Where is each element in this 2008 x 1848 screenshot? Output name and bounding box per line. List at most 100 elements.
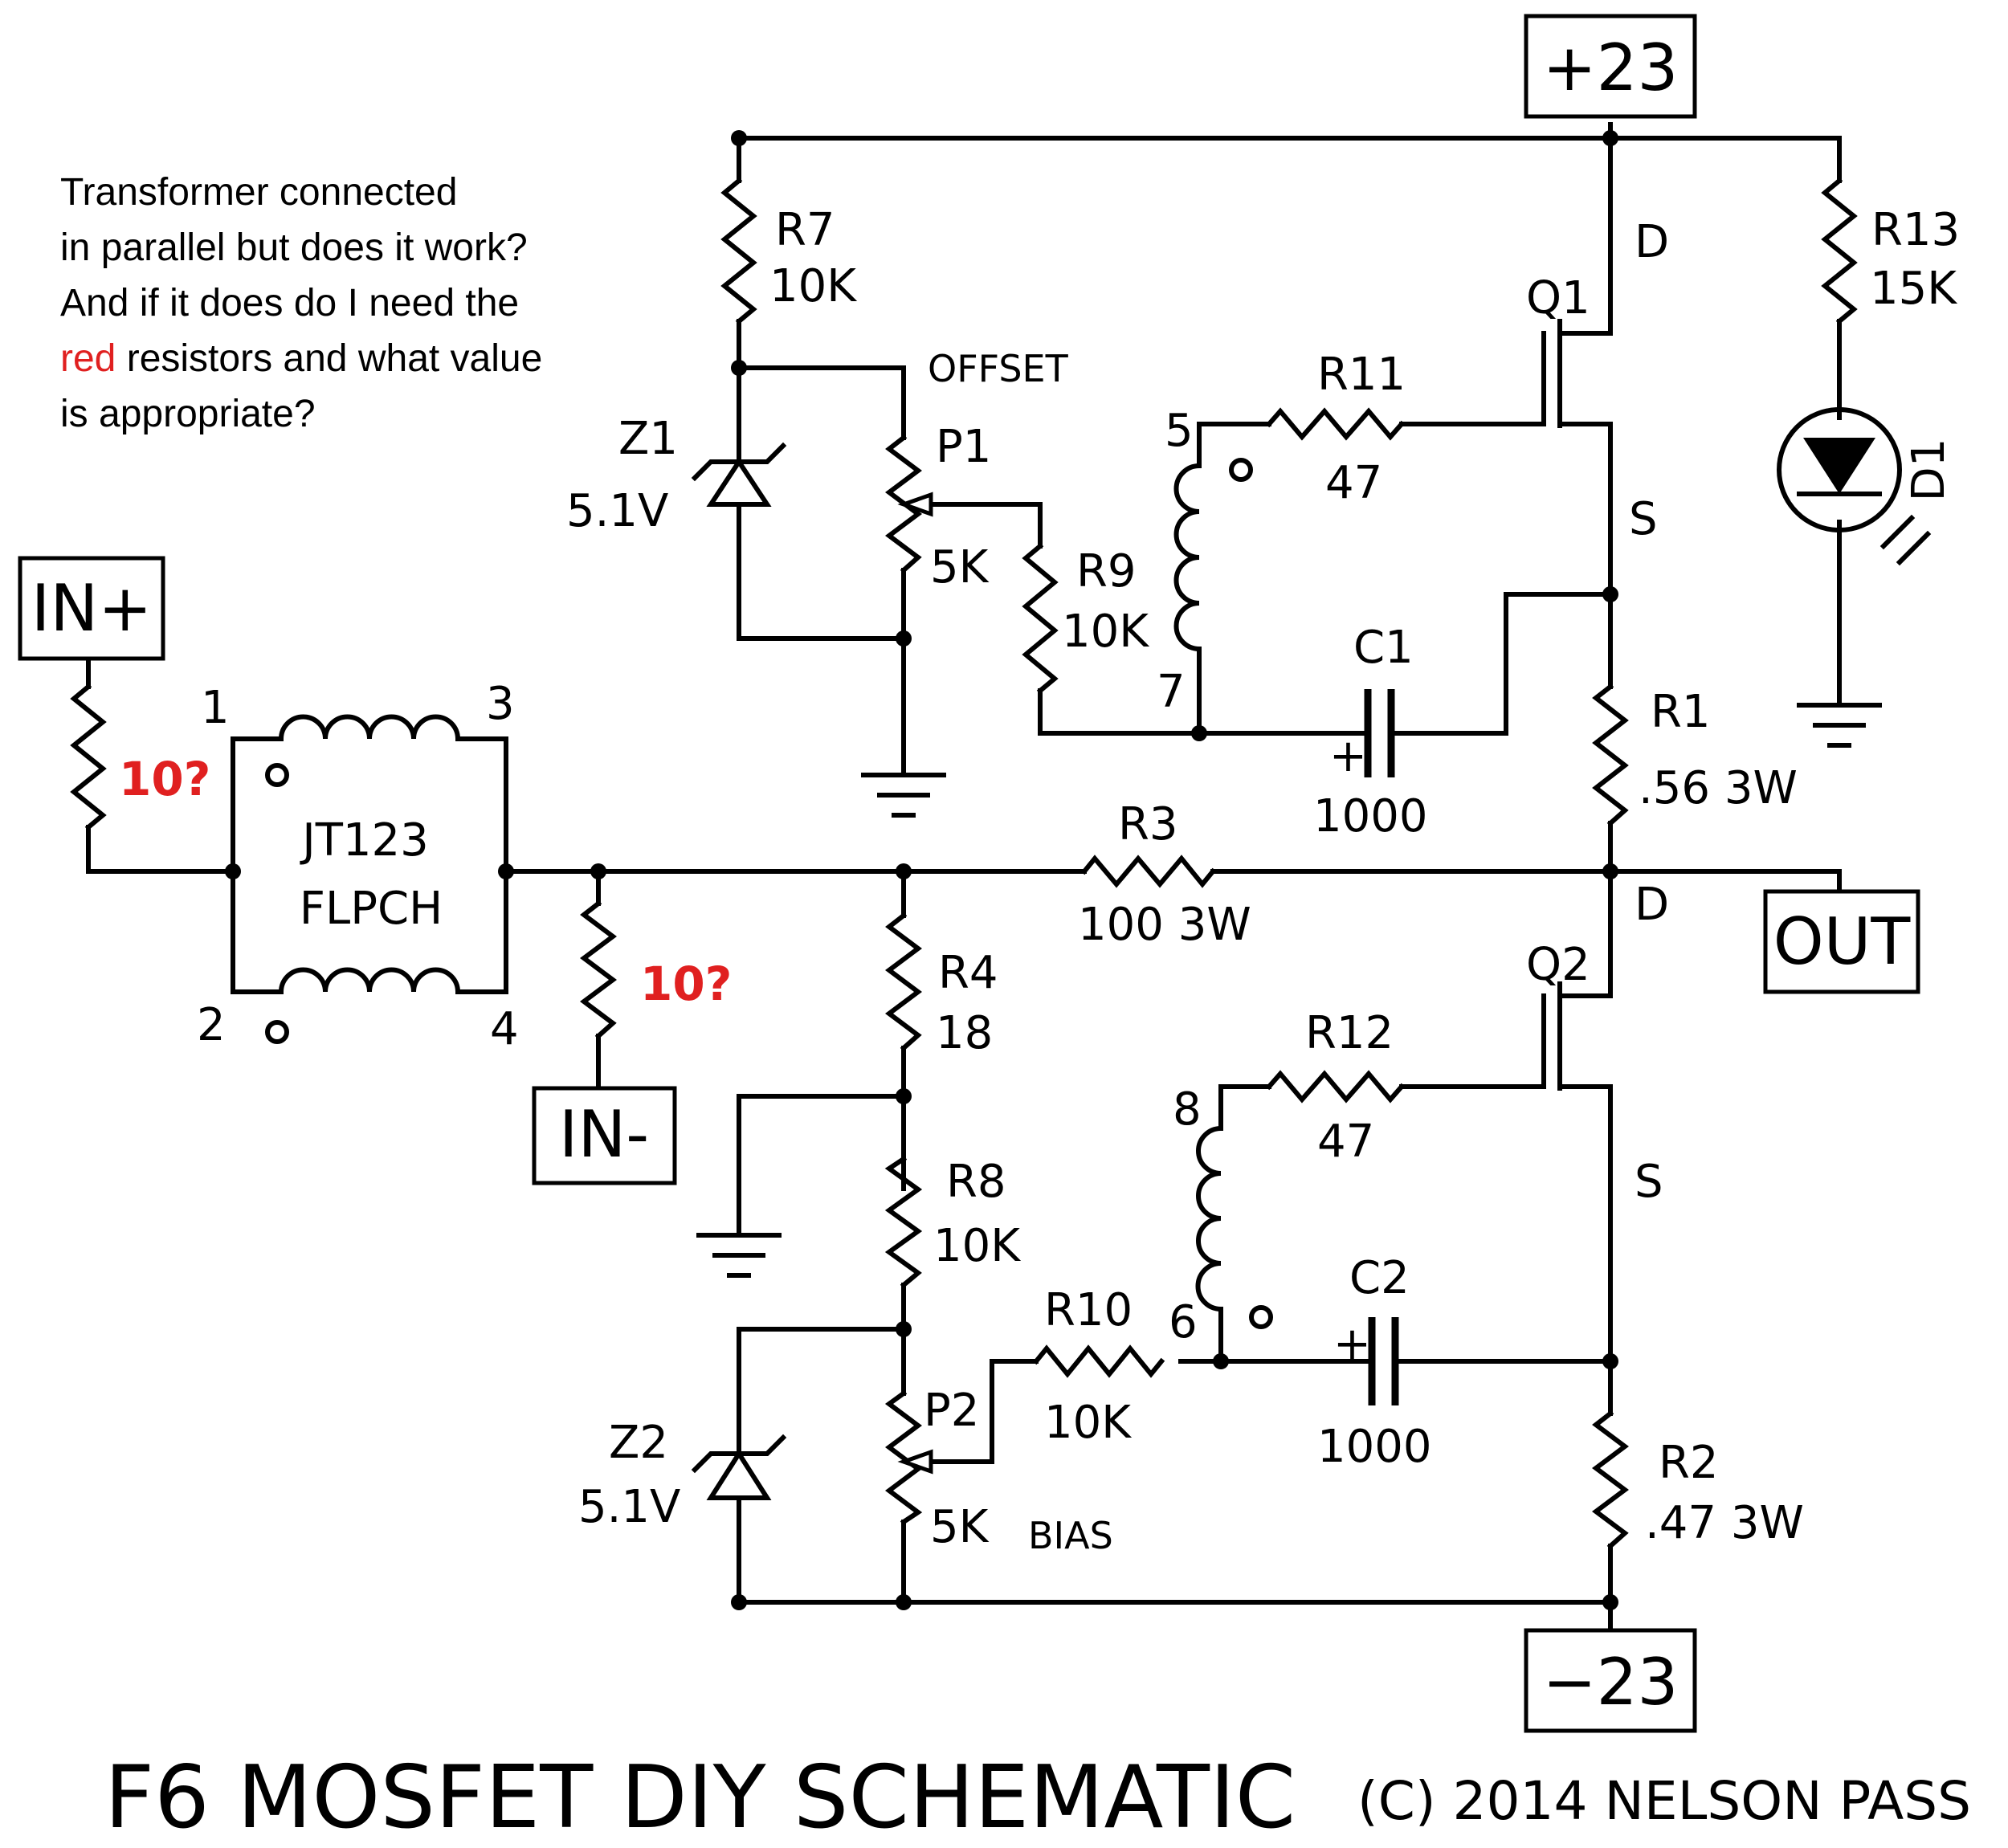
copyright: (C) 2014 NELSON PASS	[1357, 1770, 1971, 1832]
z1-leads	[737, 365, 906, 641]
resistors	[70, 177, 1858, 1550]
in-plus-resistor	[70, 683, 107, 831]
r10-value: 10K	[1044, 1397, 1132, 1449]
r4-value: 18	[936, 1007, 993, 1059]
vminus-port	[1524, 1628, 1697, 1733]
r7-resistor	[720, 177, 757, 325]
coil-upper	[1173, 463, 1202, 652]
z2-triangle	[706, 1449, 772, 1500]
led-emission-arrows	[1879, 514, 1932, 566]
c2-polarity: +	[1333, 1318, 1371, 1370]
q2-ds-stubs	[1557, 993, 1613, 1089]
xfmr-dot-2	[265, 1020, 289, 1044]
note-line-1: Transformer connected	[60, 171, 458, 214]
r1-value: .56 3W	[1639, 762, 1798, 814]
junction	[896, 1321, 912, 1337]
note-line-4-rest: resistors and what value	[116, 337, 543, 380]
r11-resistor	[1265, 407, 1406, 441]
junction	[896, 1594, 912, 1610]
in-minus-label: IN-	[559, 1097, 649, 1172]
r11-value: 47	[1325, 457, 1382, 509]
note-line-2: in parallel but does it work?	[60, 226, 528, 269]
p1-wiper-r9-wire	[925, 502, 1202, 736]
note-line-5: is appropriate?	[60, 393, 316, 435]
vplus-port	[1524, 14, 1697, 119]
r12-resistor	[1265, 1070, 1406, 1103]
xfmr-secondary	[278, 967, 461, 995]
in-plus-resistor-leads	[86, 656, 235, 874]
xfmr-pin-4: 4	[490, 1003, 519, 1055]
r3-resistor	[1080, 855, 1217, 888]
question-note: Transformer connected in parallel but do…	[60, 165, 622, 442]
r4-ref: R4	[938, 947, 998, 999]
coil-upper-dot	[1229, 458, 1253, 482]
r9-ref: R9	[1076, 545, 1137, 598]
c1-ref: C1	[1353, 622, 1414, 674]
junction	[1602, 130, 1618, 146]
led-circle	[1777, 407, 1902, 532]
r7-value: 10K	[769, 260, 857, 312]
led-d1	[1777, 407, 1932, 566]
coils	[265, 458, 1273, 1329]
vplus-label: +23	[1543, 31, 1679, 105]
c2-ref: C2	[1349, 1252, 1410, 1304]
r7-to-p1-wire	[737, 365, 906, 440]
xfmr-pin-1: 1	[201, 682, 230, 734]
xfmr-right-wire	[455, 736, 508, 994]
q2-ref: Q2	[1526, 939, 1590, 991]
junctions	[225, 130, 1618, 1610]
xfmr-dot-1	[265, 763, 289, 787]
xfmr-pin-3: 3	[486, 678, 515, 730]
coil-lower-dot	[1249, 1305, 1273, 1329]
r8-ref: R8	[946, 1156, 1006, 1208]
p1-wiper-arrow	[897, 492, 933, 517]
r2-value: .47 3W	[1645, 1497, 1804, 1549]
p1-function: OFFSET	[928, 347, 1069, 390]
coil-lower	[1195, 1125, 1224, 1312]
red-annotations: 10? 10?	[119, 752, 732, 1011]
r13-value: 15K	[1870, 263, 1957, 315]
coil-pin-6: 6	[1169, 1296, 1198, 1348]
in-minus-resistor	[580, 900, 617, 1040]
r1-resistor	[1592, 683, 1629, 827]
junction	[225, 863, 241, 879]
junction	[896, 1088, 912, 1104]
c1-plates	[1364, 689, 1395, 777]
r13-ref: R13	[1871, 204, 1960, 256]
r8-resistor	[884, 1155, 923, 1289]
z1-bar	[691, 442, 787, 482]
schematic-title: F6 MOSFET DIY SCHEMATIC	[104, 1748, 1296, 1848]
r10-ref: R10	[1044, 1284, 1133, 1336]
q1-ref: Q1	[1526, 272, 1590, 324]
r7-ref: R7	[775, 204, 835, 256]
ground-r8	[696, 1233, 782, 1278]
p1-ref: P1	[936, 421, 991, 473]
r2-ref: R2	[1659, 1437, 1719, 1489]
out-port	[1763, 889, 1920, 994]
r8-value: 10K	[933, 1220, 1021, 1272]
ports: +23 −23 IN+ IN- OUT	[18, 14, 1920, 1733]
in-minus-port	[532, 1086, 677, 1185]
d1-ref: D1	[1903, 439, 1955, 502]
r11-ref: R11	[1317, 349, 1406, 401]
ground-d1	[1797, 703, 1882, 748]
c2-plates	[1368, 1317, 1399, 1405]
p2-function: BIAS	[1028, 1514, 1113, 1557]
ground-p1	[861, 773, 946, 818]
capacitors	[1364, 689, 1399, 1405]
c1-value: 1000	[1313, 790, 1428, 842]
r10-resistor	[1032, 1344, 1165, 1378]
z2-value: 5.1V	[578, 1481, 680, 1533]
junction	[590, 863, 606, 879]
q1-ds-stubs	[1557, 331, 1613, 426]
r12-ref: R12	[1305, 1007, 1394, 1059]
r13-resistor	[1821, 177, 1858, 325]
xfmr-pin-2: 2	[197, 999, 226, 1051]
junction	[731, 130, 747, 146]
q1-source: S	[1629, 493, 1658, 545]
c1-polarity: +	[1329, 730, 1367, 782]
junction	[731, 1594, 747, 1610]
r1-ref: R1	[1651, 686, 1711, 738]
q2-drain: D	[1635, 879, 1669, 931]
